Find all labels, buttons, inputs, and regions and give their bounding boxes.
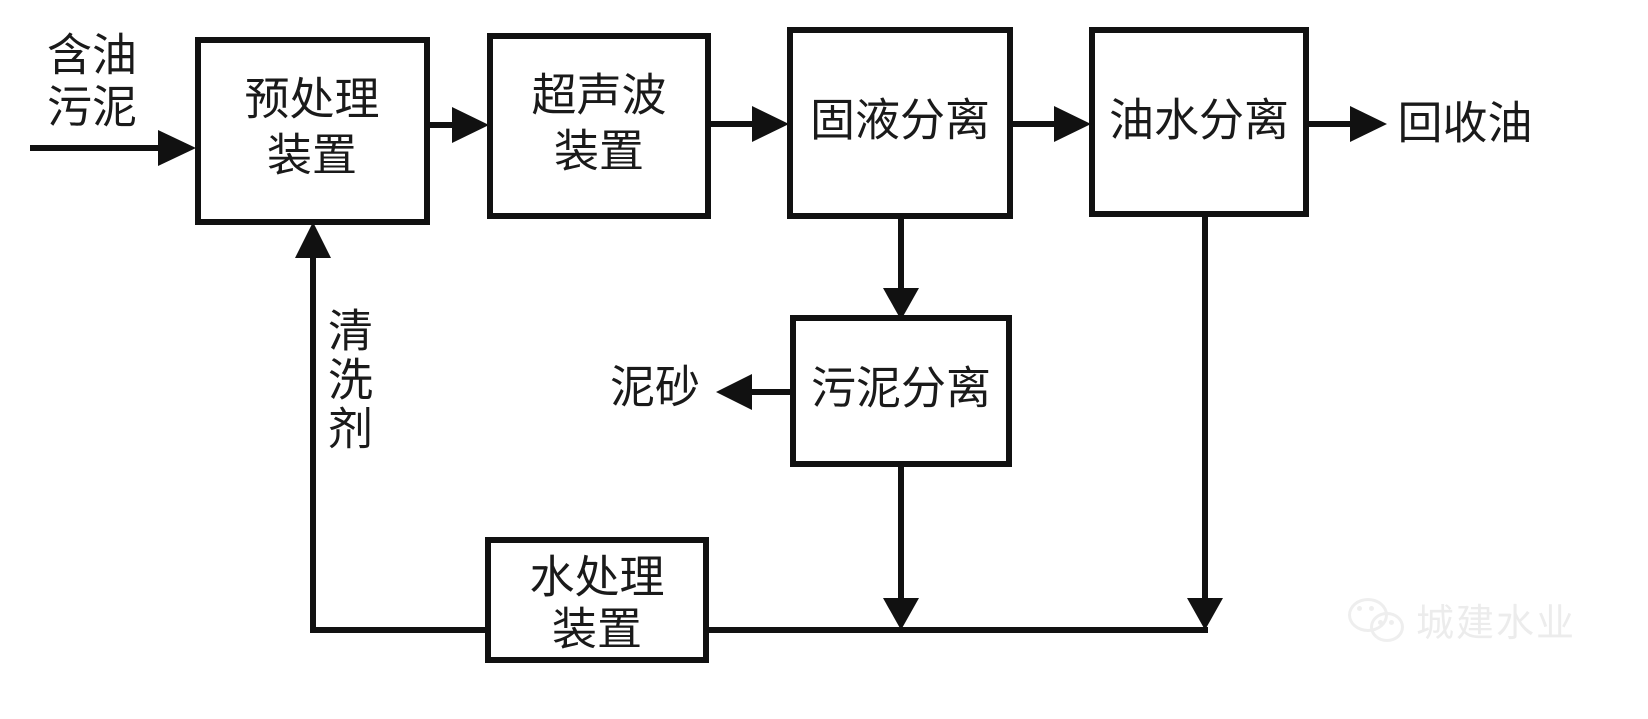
label-detergent-vertical: 清洗剂 xyxy=(321,307,371,454)
edge-solid-liquid-to-sludge-sep xyxy=(883,216,919,320)
node-sludge-separation[interactable]: 污泥分离 xyxy=(790,315,1012,467)
node-pretreatment-label-line1: 预处理 xyxy=(244,74,379,124)
edge-sludge-sep-to-mud-sand xyxy=(716,374,793,410)
label-input-oily-sludge: 含油 污泥 xyxy=(47,30,137,132)
label-output-recovered-oil: 回收油 xyxy=(1397,98,1532,148)
node-oil-water-separation[interactable]: 油水分离 xyxy=(1089,27,1309,217)
edge-solid-liquid-to-oil-water xyxy=(1010,106,1091,142)
edge-pretreatment-to-ultrasonic xyxy=(427,107,489,143)
node-ultrasonic[interactable]: 超声波 装置 xyxy=(487,33,711,219)
edge-oil-water-to-recovered-oil xyxy=(1306,106,1387,142)
edge-oil-water-to-bottom-line xyxy=(1187,214,1223,630)
node-oil-water-label: 油水分离 xyxy=(1109,95,1289,145)
node-pretreatment-label-line2: 装置 xyxy=(267,130,357,180)
edge-water-treatment-to-pretreatment xyxy=(295,222,488,633)
node-solid-liquid-separation[interactable]: 固液分离 xyxy=(787,27,1013,219)
node-water-treatment-label-line1: 水处理 xyxy=(529,552,664,602)
label-input-line1: 含油 xyxy=(47,30,137,80)
label-output-mud-sand: 泥砂 xyxy=(610,362,700,412)
node-water-treatment[interactable]: 水处理 装置 xyxy=(485,537,709,663)
label-input-line2: 污泥 xyxy=(47,82,137,132)
edge-input-to-pretreatment xyxy=(30,130,196,166)
node-pretreatment[interactable]: 预处理 装置 xyxy=(195,37,430,225)
edge-sludge-sep-to-bottom-line xyxy=(883,464,919,630)
edge-ultrasonic-to-solid-liquid xyxy=(708,106,789,142)
node-ultrasonic-label-line2: 装置 xyxy=(554,126,644,176)
node-ultrasonic-label-line1: 超声波 xyxy=(531,70,666,120)
node-water-treatment-label-line2: 装置 xyxy=(552,604,642,654)
node-solid-liquid-label: 固液分离 xyxy=(810,95,990,145)
node-sludge-sep-label: 污泥分离 xyxy=(811,363,991,413)
